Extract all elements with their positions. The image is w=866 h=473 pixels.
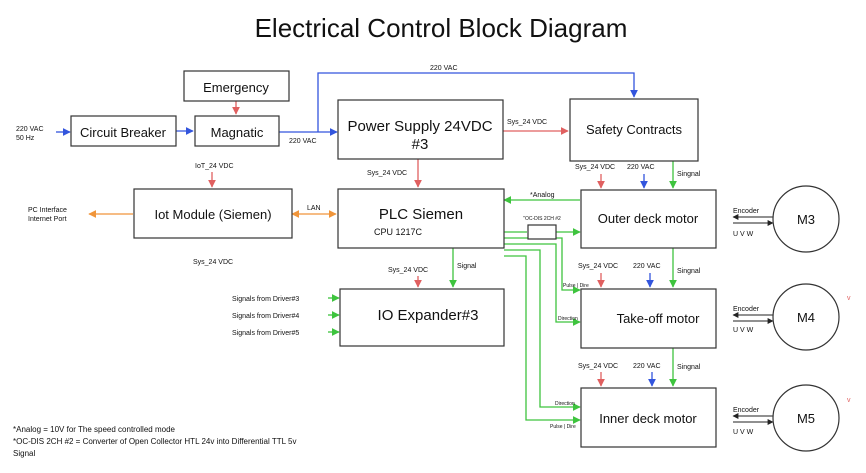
label-mag-ps-220: 220 VAC [289,138,317,145]
label-sys24-ps-safety: Sys_24 VDC [507,119,547,126]
label-m5-encoder: Encoder [733,407,760,414]
label-m5-uvw: U V W [733,429,754,436]
block-io-expander [339,288,505,347]
label-inner-sys24: Sys_24 VDC [578,363,618,370]
block-power-supply [337,99,504,160]
label-m3-encoder: Encoder [733,208,760,215]
block-circuit-breaker [70,115,177,147]
footnote-analog: *Analog = 10V for The speed controlled m… [13,425,176,434]
label-iot-24: IoT_24 VDC [195,163,234,170]
label-analog: *Analog [530,192,555,199]
label-iot-module: Iot Module (Siemen) [154,207,271,222]
label-lan: LAN [307,205,321,212]
block-magnatic [194,115,280,147]
block-inner-deck-motor [580,387,717,448]
label-inner-220: 220 VAC [633,363,661,370]
motor-m4-label: M4 [797,310,815,325]
motor-m5-circle [772,384,840,452]
label-takeoff-220: 220 VAC [633,263,661,270]
motor-m5-label: M5 [797,411,815,426]
label-power-supply-line1: Power Supply 24VDC [347,118,492,135]
label-outer-sys24: Sys_24 VDC [575,164,615,171]
diagram-title: Electrical Control Block Diagram [255,13,628,43]
label-input-220-line1: 220 VAC [16,126,44,133]
label-safety-contracts: Safety Contracts [586,122,683,137]
label-outer-220: 220 VAC [627,164,655,171]
label-plc-title: PLC Siemen [379,206,463,223]
label-sys24-below-iot: Sys_24 VDC [193,259,233,266]
label-io-expander: IO Expander#3 [378,307,479,324]
footnote-converter: *OC-DIS 2CH #2 = Converter of Open Colle… [13,437,296,446]
label-inner-signal: Singnal [677,364,701,371]
label-power-supply-line2: #3 [412,136,429,153]
block-converter [527,224,557,240]
label-pc-interface-line2: Internet Port [28,216,67,223]
label-m3-uvw: U V W [733,231,754,238]
mark-v-m4: v [847,295,851,302]
connector-plc-inner-dir [504,249,581,411]
label-driver4: Signals from Driver#4 [232,313,299,320]
connector-plc-takeoff-dir [504,243,581,326]
label-driver3: Signals from Driver#3 [232,296,299,303]
mark-v-m5: v [847,397,851,404]
label-takeoff-signal: Singnal [677,268,701,275]
label-emergency: Emergency [203,80,269,95]
block-iot-module [133,188,293,239]
label-magnatic: Magnatic [211,125,264,140]
label-take-off-motor: Take-off motor [617,311,701,326]
label-circuit-breaker: Circuit Breaker [80,125,167,140]
block-safety-contracts [569,98,699,162]
label-m4-encoder: Encoder [733,306,760,313]
block-plc [337,188,505,249]
label-input-220-line2: 50 Hz [16,135,35,142]
connector-plc-inner-pulse [504,255,581,424]
label-converter: "OC-DIS 2CH #2 [523,216,561,222]
label-pulse-dir-a: Pulse | Dire [563,283,589,289]
label-driver5: Signals from Driver#5 [232,330,299,337]
label-inner-deck-motor: Inner deck motor [599,411,697,426]
label-takeoff-sys24: Sys_24 VDC [578,263,618,270]
label-outer-deck-motor: Outer deck motor [598,211,699,226]
connector-top-220 [317,72,638,132]
label-direction-a: Direction [558,316,578,322]
label-direction-b: Direction [555,401,575,407]
motor-m3-label: M3 [797,212,815,227]
motor-m4-circle [772,283,840,351]
label-pc-interface-line1: PC Interface [28,207,67,214]
footnote-signal: Signal [13,449,35,458]
label-sys24-ps-plc: Sys_24 VDC [367,170,407,177]
label-signal-plc-io: Signal [457,263,477,270]
label-top-220: 220 VAC [430,65,458,72]
label-pulse-dir-b: Pulse | Dire [550,424,576,430]
motor-m3-circle [772,185,840,253]
label-sys24-io: Sys_24 VDC [388,267,428,274]
label-m4-uvw: U V W [733,327,754,334]
block-take-off-motor [580,288,717,349]
block-emergency [183,70,290,102]
block-outer-deck-motor [580,189,717,249]
label-outer-signal: Singnal [677,171,701,178]
label-plc-cpu: CPU 1217C [374,227,423,237]
